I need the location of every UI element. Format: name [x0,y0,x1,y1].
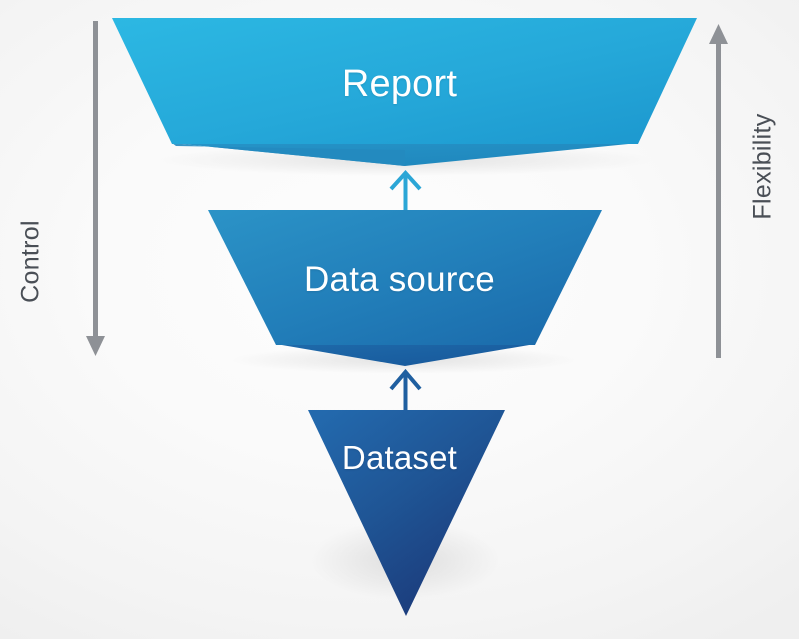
dataset-shape [308,410,505,616]
connector-dataset-to-data-source [389,368,422,412]
funnel-stage-data-source[interactable] [208,210,602,366]
control-axis-arrowhead [86,336,105,356]
report-shape [112,18,697,144]
axis-label-flexibility: Flexibility [748,113,777,220]
connector-data-source-to-report [389,170,422,212]
axis-control [86,21,105,356]
axis-flexibility [709,24,728,358]
datasource-shape [208,210,602,345]
flexibility-axis-arrowhead [709,24,728,44]
funnel-stage-report[interactable] [112,18,697,166]
axis-label-control: Control [16,220,45,303]
datasource-shadow-band [276,344,535,366]
report-shadow-band-left [172,143,405,166]
funnel-stage-dataset[interactable] [308,410,505,616]
